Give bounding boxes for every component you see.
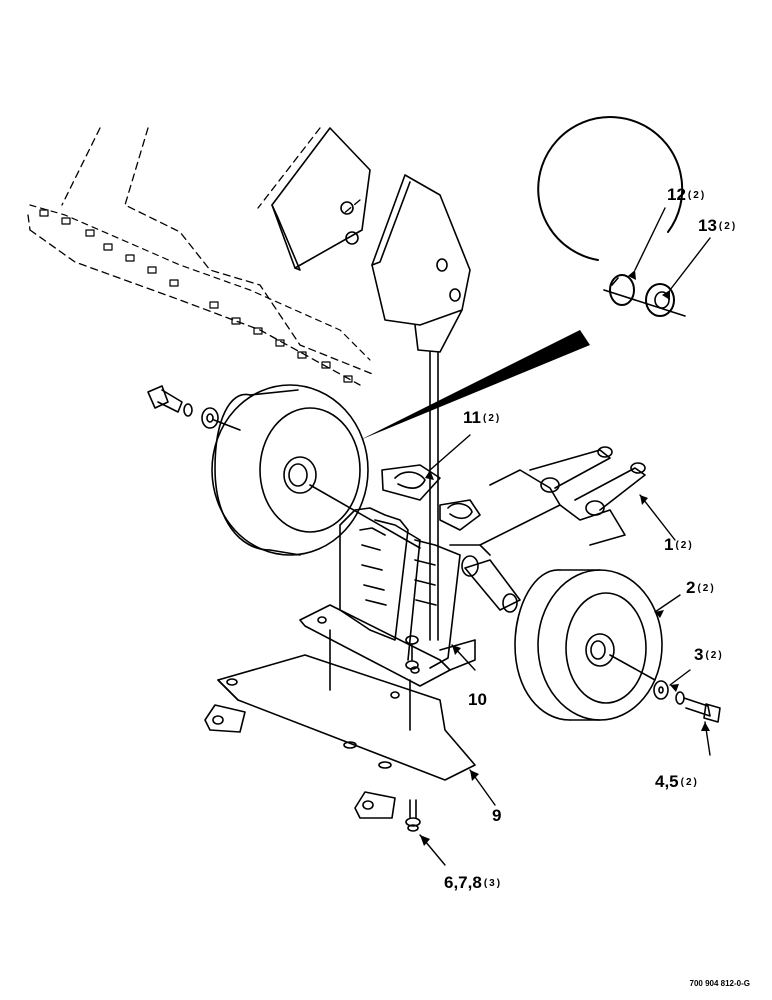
skid-clips xyxy=(204,704,396,819)
callout-4-5-number: 4,5 xyxy=(655,772,679,791)
left-bolt xyxy=(147,385,241,431)
callout-6-7-8: 6,7,8(3) xyxy=(444,873,502,893)
callout-13: 13(2) xyxy=(698,216,737,236)
callout-6-7-8-qty: (3) xyxy=(483,878,503,889)
callout-1-qty: (2) xyxy=(675,540,694,551)
callout-11-number: 11 xyxy=(463,408,481,427)
callout-6-7-8-number: 6,7,8 xyxy=(444,873,482,892)
callout-4-5: 4,5(2) xyxy=(655,772,699,792)
callout-9: 9 xyxy=(492,806,501,826)
detail-inset xyxy=(537,116,686,317)
callout-1: 1(2) xyxy=(664,535,694,555)
pins xyxy=(479,446,646,546)
callout-10: 10 xyxy=(468,690,487,710)
lower-mount-plate xyxy=(371,174,471,641)
callout-3-number: 3 xyxy=(694,645,704,664)
callout-12-qty: (2) xyxy=(687,190,707,201)
left-wheel xyxy=(211,384,421,556)
callout-13-number: 13 xyxy=(698,216,717,235)
callout-1-number: 1 xyxy=(664,535,674,554)
phantom-plate xyxy=(29,204,371,361)
skid-plate xyxy=(217,629,476,781)
phantom-frame xyxy=(27,127,376,386)
callout-2: 2(2) xyxy=(686,578,716,598)
bracket-housing xyxy=(299,507,476,687)
callout-11-qty: (2) xyxy=(482,413,502,424)
callout-2-qty: (2) xyxy=(697,583,716,594)
callout-9-number: 9 xyxy=(492,806,502,825)
callout-13-qty: (2) xyxy=(718,221,738,232)
callout-10-number: 10 xyxy=(468,690,487,709)
callout-11: 11(2) xyxy=(463,408,501,428)
hair-pin-clips xyxy=(381,464,481,531)
right-washer-bolt xyxy=(653,680,721,723)
bottom-bolt xyxy=(405,799,421,832)
callout-4-5-qty: (2) xyxy=(680,777,699,788)
callout-3: 3(2) xyxy=(694,645,724,665)
upper-mount-plate xyxy=(271,127,371,271)
callout-3-qty: (2) xyxy=(705,650,724,661)
figure-id: 700 904 812-0-G xyxy=(689,979,751,988)
bracket-fasteners xyxy=(405,635,419,670)
callout-12: 12(2) xyxy=(667,185,706,205)
right-wheel xyxy=(514,569,663,721)
leader-arrows xyxy=(420,270,710,846)
callout-12-number: 12 xyxy=(667,185,686,204)
detail-wedge xyxy=(360,330,590,440)
phantom-plate-holes xyxy=(39,209,353,383)
callout-2-number: 2 xyxy=(686,578,696,597)
